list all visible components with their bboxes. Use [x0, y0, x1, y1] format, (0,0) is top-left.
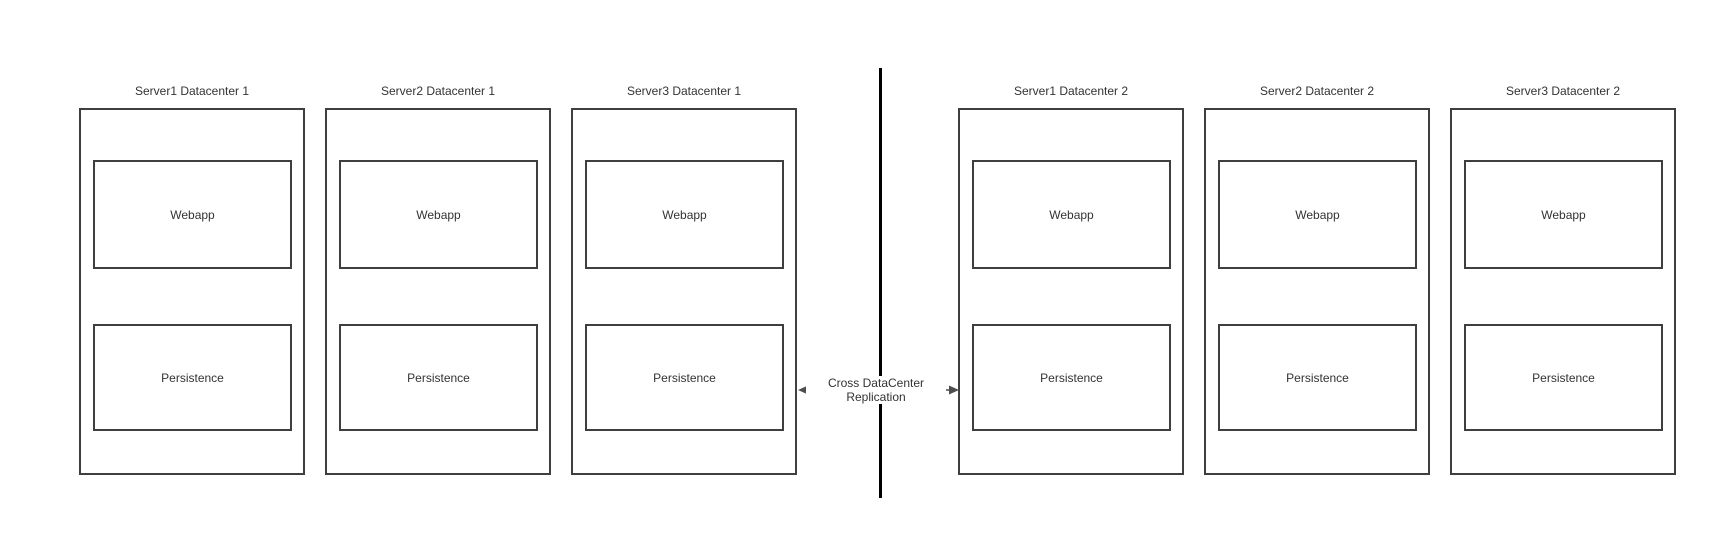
webapp-box: Webapp	[1464, 160, 1663, 269]
webapp-label: Webapp	[1541, 207, 1586, 222]
server-box-server2-dc2: Server2 Datacenter 2 Webapp Persistence	[1204, 84, 1430, 475]
persistence-box: Persistence	[1218, 324, 1417, 431]
replication-label: Cross DataCenter Replication	[806, 376, 946, 404]
webapp-box: Webapp	[93, 160, 292, 269]
persistence-box: Persistence	[339, 324, 538, 431]
replication-label-line2: Replication	[846, 390, 906, 404]
server-outline: Webapp Persistence	[1204, 108, 1430, 475]
persistence-box: Persistence	[585, 324, 784, 431]
server-box-server3-dc1: Server3 Datacenter 1 Webapp Persistence	[571, 84, 797, 475]
webapp-label: Webapp	[170, 207, 215, 222]
persistence-label: Persistence	[1532, 370, 1595, 385]
webapp-box: Webapp	[1218, 160, 1417, 269]
server-title: Server1 Datacenter 1	[134, 84, 250, 98]
datacenter-divider-line	[879, 68, 882, 498]
replication-label-line1: Cross DataCenter	[827, 376, 925, 390]
persistence-label: Persistence	[653, 370, 716, 385]
server-box-server2-dc1: Server2 Datacenter 1 Webapp Persistence	[325, 84, 551, 475]
server-outline: Webapp Persistence	[79, 108, 305, 475]
webapp-box: Webapp	[585, 160, 784, 269]
persistence-label: Persistence	[1040, 370, 1103, 385]
webapp-label: Webapp	[416, 207, 461, 222]
server-title: Server1 Datacenter 2	[1013, 84, 1129, 98]
persistence-label: Persistence	[1286, 370, 1349, 385]
webapp-box: Webapp	[972, 160, 1171, 269]
webapp-label: Webapp	[662, 207, 707, 222]
persistence-box: Persistence	[93, 324, 292, 431]
persistence-label: Persistence	[407, 370, 470, 385]
server-box-server1-dc1: Server1 Datacenter 1 Webapp Persistence	[79, 84, 305, 475]
webapp-box: Webapp	[339, 160, 538, 269]
webapp-label: Webapp	[1295, 207, 1340, 222]
server-title: Server2 Datacenter 1	[380, 84, 496, 98]
server-box-server1-dc2: Server1 Datacenter 2 Webapp Persistence	[958, 84, 1184, 475]
webapp-label: Webapp	[1049, 207, 1094, 222]
persistence-box: Persistence	[1464, 324, 1663, 431]
persistence-label: Persistence	[161, 370, 224, 385]
persistence-box: Persistence	[972, 324, 1171, 431]
server-outline: Webapp Persistence	[325, 108, 551, 475]
server-outline: Webapp Persistence	[1450, 108, 1676, 475]
server-outline: Webapp Persistence	[958, 108, 1184, 475]
server-title: Server3 Datacenter 2	[1505, 84, 1621, 98]
server-title: Server2 Datacenter 2	[1259, 84, 1375, 98]
server-box-server3-dc2: Server3 Datacenter 2 Webapp Persistence	[1450, 84, 1676, 475]
server-outline: Webapp Persistence	[571, 108, 797, 475]
server-title: Server3 Datacenter 1	[626, 84, 742, 98]
